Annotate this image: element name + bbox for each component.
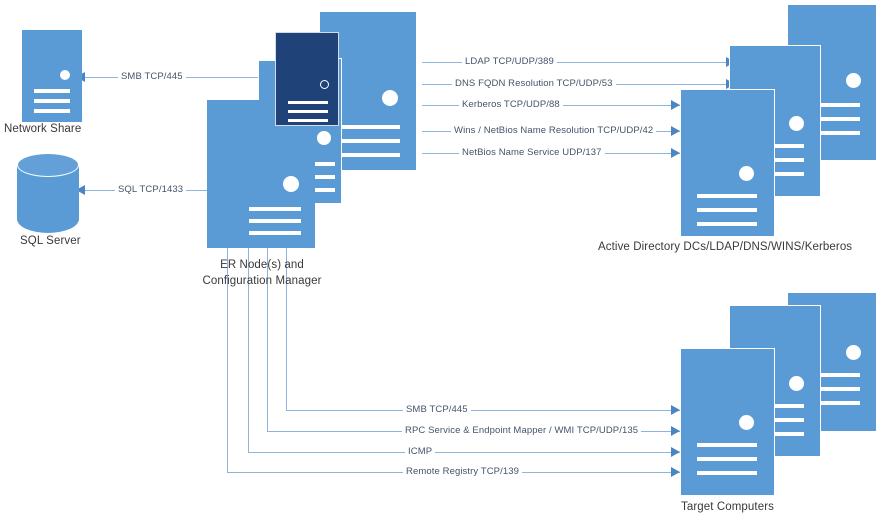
- server-slot-bar: [802, 117, 860, 121]
- connector-line-icmp: [248, 452, 680, 453]
- server-slot-bar: [249, 207, 301, 211]
- status-led-icon: [739, 415, 754, 430]
- server-slot-bar: [746, 172, 804, 176]
- server-slot-bar: [249, 231, 301, 235]
- connector-label-kerberos: Kerberos TCP/UDP/88: [459, 99, 563, 110]
- server-slot-bar: [802, 373, 860, 377]
- server-slot-bar: [336, 125, 400, 129]
- connector-label-smb-445-share: SMB TCP/445: [118, 71, 186, 82]
- connector-arrow-rpc-wmi: [671, 426, 680, 436]
- status-led-icon: [739, 166, 754, 181]
- server-slot-bar: [746, 144, 804, 148]
- server-slot-bar: [746, 404, 804, 408]
- server-slot-bar: [802, 401, 860, 405]
- connector-label-icmp: ICMP: [405, 446, 436, 457]
- node-label-active-directory: Active Directory DCs/LDAP/DNS/WINS/Kerbe…: [598, 241, 853, 253]
- status-led-icon: [60, 70, 70, 80]
- status-led-icon: [789, 116, 804, 131]
- status-led-icon: [283, 176, 299, 192]
- server-slot-bar: [288, 119, 328, 122]
- server-slot-bar: [802, 131, 860, 135]
- server-slot-bar: [288, 110, 328, 113]
- server-slot-bar: [697, 222, 757, 226]
- connector-label-ldap: LDAP TCP/UDP/389: [462, 56, 557, 67]
- connector-arrow-netbios: [671, 148, 680, 158]
- status-led-ring-icon: [320, 80, 329, 89]
- node-label-er-nodes-line2: Configuration Manager: [202, 275, 322, 287]
- node-label-er-nodes-line1: ER Node(s) and: [220, 259, 304, 271]
- connector-line-ldap: [422, 62, 735, 63]
- connector-arrow-remote-registry: [671, 467, 680, 477]
- connector-vline-icmp: [248, 205, 249, 453]
- server-slot-bar: [336, 139, 400, 143]
- server-slot-bar: [697, 208, 757, 212]
- connector-label-remote-registry: Remote Registry TCP/139: [403, 466, 523, 477]
- server-slot-bar: [249, 219, 301, 223]
- server-slot-bar: [34, 109, 70, 113]
- node-label-sql-server: SQL Server: [20, 235, 81, 247]
- connector-arrow-smb-445-target: [671, 405, 680, 415]
- server-slot-bar: [34, 89, 70, 93]
- connector-label-netbios: NetBios Name Service UDP/137: [459, 147, 605, 158]
- server-slot-bar: [697, 194, 757, 198]
- server-slot-bar: [697, 457, 757, 461]
- server-slot-bar: [746, 432, 804, 436]
- status-led-icon: [789, 376, 804, 391]
- node-label-target-computers: Target Computers: [681, 501, 774, 513]
- connector-label-sql-1433: SQL TCP/1433: [115, 184, 187, 195]
- connector-arrow-wins: [671, 126, 680, 136]
- connector-arrow-icmp: [671, 447, 680, 457]
- connector-label-rpc-wmi: RPC Service & Endpoint Mapper / WMI TCP/…: [402, 425, 642, 436]
- server-slot-bar: [697, 443, 757, 447]
- connector-vline-remote-registry: [227, 205, 228, 473]
- server-icon-ad-front: [680, 89, 775, 237]
- server-slot-bar: [697, 471, 757, 475]
- connector-label-smb-445-target: SMB TCP/445: [403, 404, 471, 415]
- server-slot-bar: [336, 153, 400, 157]
- status-led-icon: [846, 73, 861, 88]
- connector-vline-rpc-wmi: [267, 205, 268, 432]
- server-slot-bar: [746, 418, 804, 422]
- database-cylinder-bottom-icon: [17, 205, 79, 233]
- server-icon-target-front: [680, 348, 775, 496]
- server-slot-bar: [34, 99, 70, 103]
- server-slot-bar: [746, 158, 804, 162]
- status-led-icon: [846, 345, 861, 360]
- status-led-icon: [382, 90, 398, 106]
- connector-arrow-kerberos: [671, 100, 680, 110]
- server-slot-bar: [802, 103, 860, 107]
- node-label-network-share: Network Share: [4, 123, 82, 135]
- server-icon-network-share: [22, 30, 82, 122]
- server-slot-bar: [288, 101, 328, 104]
- server-icon-configuration-manager: [275, 32, 339, 126]
- connector-label-wins: Wins / NetBios Name Resolution TCP/UDP/4…: [451, 125, 657, 136]
- database-cylinder-top-icon: [17, 153, 79, 177]
- connector-vline-smb-445-target: [286, 205, 287, 411]
- connector-line-smb-445-target: [286, 410, 680, 411]
- connector-label-dns: DNS FQDN Resolution TCP/UDP/53: [452, 78, 616, 89]
- server-slot-bar: [802, 387, 860, 391]
- connector-arrow-sql-1433: [76, 185, 85, 195]
- status-led-icon: [317, 131, 331, 145]
